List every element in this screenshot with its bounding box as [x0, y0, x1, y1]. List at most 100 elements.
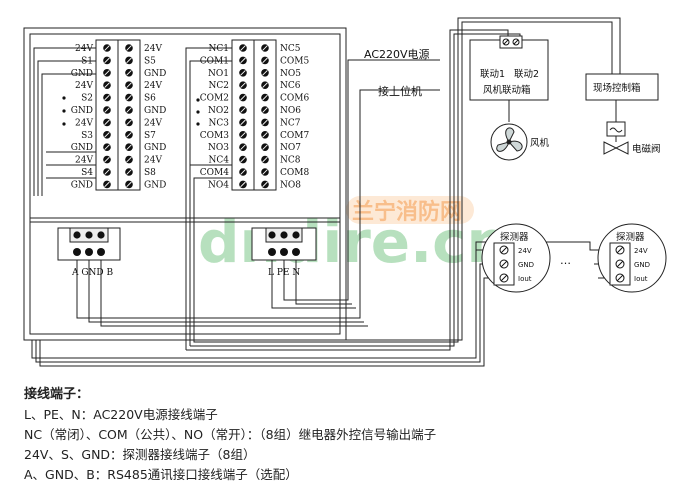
detector-2-term-24v: 24V	[634, 247, 648, 255]
left-b-label-0: 24V	[144, 44, 162, 54]
left-a-label-9: 24V	[75, 156, 93, 166]
right-screw-slot-a-6	[240, 119, 246, 126]
left-screw-slot-b-8	[126, 144, 132, 150]
left-b-label-7: S7	[144, 131, 156, 141]
right-a-label-9: NC4	[209, 156, 230, 166]
right-b-label-9: NC8	[280, 156, 301, 166]
valve-label: 电磁阀	[632, 143, 661, 155]
left-screw-slot-b-5	[126, 107, 132, 113]
right-screw-slot-a-3	[240, 82, 246, 88]
fan-terminal-1: 联动1	[480, 69, 505, 80]
right-b-label-6: NC7	[280, 118, 301, 128]
right-a-label-6: NC3	[209, 118, 230, 128]
left-screw-slot-b-9	[126, 156, 132, 163]
fan-terminal-2: 联动2	[514, 69, 539, 80]
detector-1-title: 探测器	[500, 231, 529, 243]
left-screw-slot-b-6	[126, 119, 132, 126]
right-screw-slot-a-1	[240, 57, 246, 64]
left-screw-slot-a-5	[104, 107, 110, 113]
right-screw-slot-b-8	[262, 144, 268, 150]
left-screw-slot-b-10	[126, 169, 132, 175]
right-screw-slot-a-8	[240, 144, 246, 150]
right-screw-slot-b-3	[262, 82, 268, 88]
detector-1: 探测器 24V GND Iout	[481, 223, 551, 293]
left-screw-slot-a-3	[104, 82, 110, 88]
right-a-label-10: COM4	[200, 168, 229, 178]
right-screw-slot-a-2	[240, 70, 246, 76]
right-b-label-2: NO5	[280, 69, 301, 79]
watermark-sub: 兰宁消防网	[352, 199, 462, 225]
left-screw-slot-a-7	[104, 132, 110, 138]
right-screw-slot-b-1	[262, 57, 268, 64]
legend-line-rs485: A、GND、B：RS485通讯接口接线端子（选配）	[24, 467, 298, 482]
host-label: 接上位机	[378, 84, 422, 98]
left-screw-slot-b-11	[126, 181, 132, 188]
right-screw-slot-b-10	[262, 169, 268, 175]
watermark-main: dndire.cn	[198, 208, 508, 276]
right-screw-slot-b-2	[262, 70, 268, 76]
right-a-label-7: COM3	[200, 131, 229, 141]
rs485-label: A GND B	[71, 268, 114, 278]
right-b-label-4: COM6	[280, 94, 309, 104]
detector-2-term-gnd: GND	[634, 261, 650, 269]
left-screw-slot-a-2	[104, 70, 110, 76]
left-screw-slot-a-4	[104, 94, 110, 101]
left-screw-column	[103, 44, 133, 189]
left-b-label-5: GND	[144, 106, 166, 116]
left-a-label-11: GND	[71, 180, 93, 190]
bullet-markers	[62, 96, 200, 126]
left-screw-slot-a-10	[104, 169, 110, 175]
left-b-label-4: S6	[144, 94, 156, 104]
terminal-legend: 接线端子： L、PE、N：AC220V电源接线端子 NC（常闭）、COM（公共）…	[24, 385, 684, 485]
fan-icon: 风机	[490, 123, 550, 161]
power-terminal-block: L PE N	[251, 227, 317, 278]
left-screw-slot-b-2	[126, 70, 132, 76]
left-screw-slot-a-9	[104, 156, 110, 163]
right-a-label-2: NO1	[208, 69, 229, 79]
left-b-label-8: GND	[144, 143, 166, 153]
right-screw-slot-b-11	[262, 181, 268, 188]
left-a-label-4: S2	[81, 94, 93, 104]
left-a-label-8: GND	[71, 143, 93, 153]
left-b-label-3: 24V	[144, 81, 162, 91]
left-screw-slot-a-8	[104, 144, 110, 150]
left-screw-slot-b-3	[126, 82, 132, 88]
left-b-label-2: GND	[144, 69, 166, 79]
left-screw-slot-b-7	[126, 132, 132, 138]
ellipsis: …	[560, 254, 571, 267]
detector-2-title: 探测器	[616, 231, 645, 243]
right-screw-slot-a-7	[240, 132, 246, 138]
wiring-diagram: dndire.cn 兰宁消防网 24VS1GND24VS2GND24VS3GND…	[23, 17, 667, 367]
right-b-label-0: NC5	[280, 44, 301, 54]
field-box-title: 现场控制箱	[593, 82, 641, 94]
right-screw-slot-b-9	[262, 156, 268, 163]
fan-box-title: 风机联动箱	[483, 84, 531, 96]
detector-1-term-iout: Iout	[518, 275, 532, 283]
left-screw-slot-b-1	[126, 57, 132, 64]
left-b-label-9: 24V	[144, 156, 162, 166]
left-a-label-10: S4	[81, 168, 93, 178]
left-screw-slot-b-4	[126, 94, 132, 101]
right-screw-slot-a-4	[240, 94, 246, 101]
right-screw-slot-a-10	[240, 169, 246, 175]
legend-line-power: L、PE、N：AC220V电源接线端子	[24, 407, 218, 422]
rs485-terminal-block: A GND B	[57, 227, 121, 278]
right-b-label-5: NO6	[280, 106, 301, 116]
right-b-label-10: COM8	[280, 168, 309, 178]
right-a-label-3: NC2	[209, 81, 230, 91]
right-screw-slot-a-11	[240, 181, 246, 188]
left-a-label-5: GND	[71, 106, 93, 116]
detector-1-term-24v: 24V	[518, 247, 532, 255]
left-b-label-11: GND	[144, 180, 166, 190]
right-a-label-4: COM2	[200, 94, 229, 104]
relay-terminal-block: NC1COM1NO1NC2COM2NO2NC3COM3NO3NC4COM4NO4…	[200, 39, 309, 191]
right-b-label-7: COM7	[280, 131, 309, 141]
left-screw-slot-a-6	[104, 119, 110, 126]
right-screw-slot-b-4	[262, 94, 268, 101]
fan-linkage-box: 联动1 联动2 风机联动箱	[469, 35, 549, 122]
right-a-label-8: NO3	[208, 143, 229, 153]
